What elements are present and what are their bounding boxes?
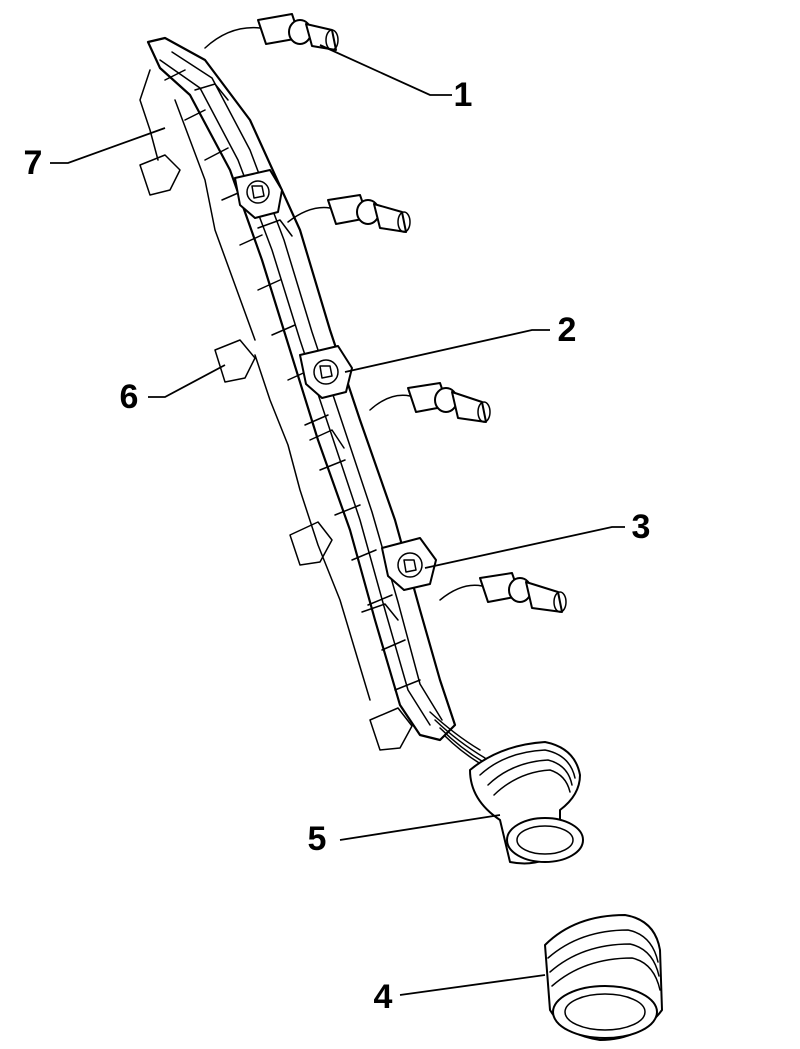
main-connector — [469, 741, 584, 865]
leader-lines — [50, 44, 625, 996]
callout-2: 2 — [557, 311, 577, 349]
callout-7: 7 — [23, 144, 43, 182]
callout-6: 6 — [119, 378, 139, 416]
callout-1: 1 — [453, 76, 473, 114]
sensor-plug-4 — [439, 572, 567, 613]
leader-2 — [344, 329, 550, 373]
sensor-plug-2 — [287, 194, 411, 233]
callout-4: 4 — [373, 978, 393, 1016]
connector-round-3 — [381, 537, 437, 591]
leader-3 — [424, 526, 625, 569]
leader-4 — [399, 974, 546, 996]
callout-5: 5 — [307, 820, 327, 858]
leader-6 — [148, 364, 226, 398]
connector-round-2 — [299, 345, 353, 399]
sensor-plug-top — [204, 13, 339, 51]
leader-5 — [339, 814, 501, 841]
callout-3: 3 — [631, 508, 651, 546]
connector-round-1 — [234, 169, 283, 219]
sensor-plug-3 — [369, 382, 491, 423]
mating-connector — [544, 914, 663, 1041]
leader-1 — [319, 44, 452, 96]
leader-7 — [50, 127, 166, 164]
harness-rail — [139, 36, 457, 751]
